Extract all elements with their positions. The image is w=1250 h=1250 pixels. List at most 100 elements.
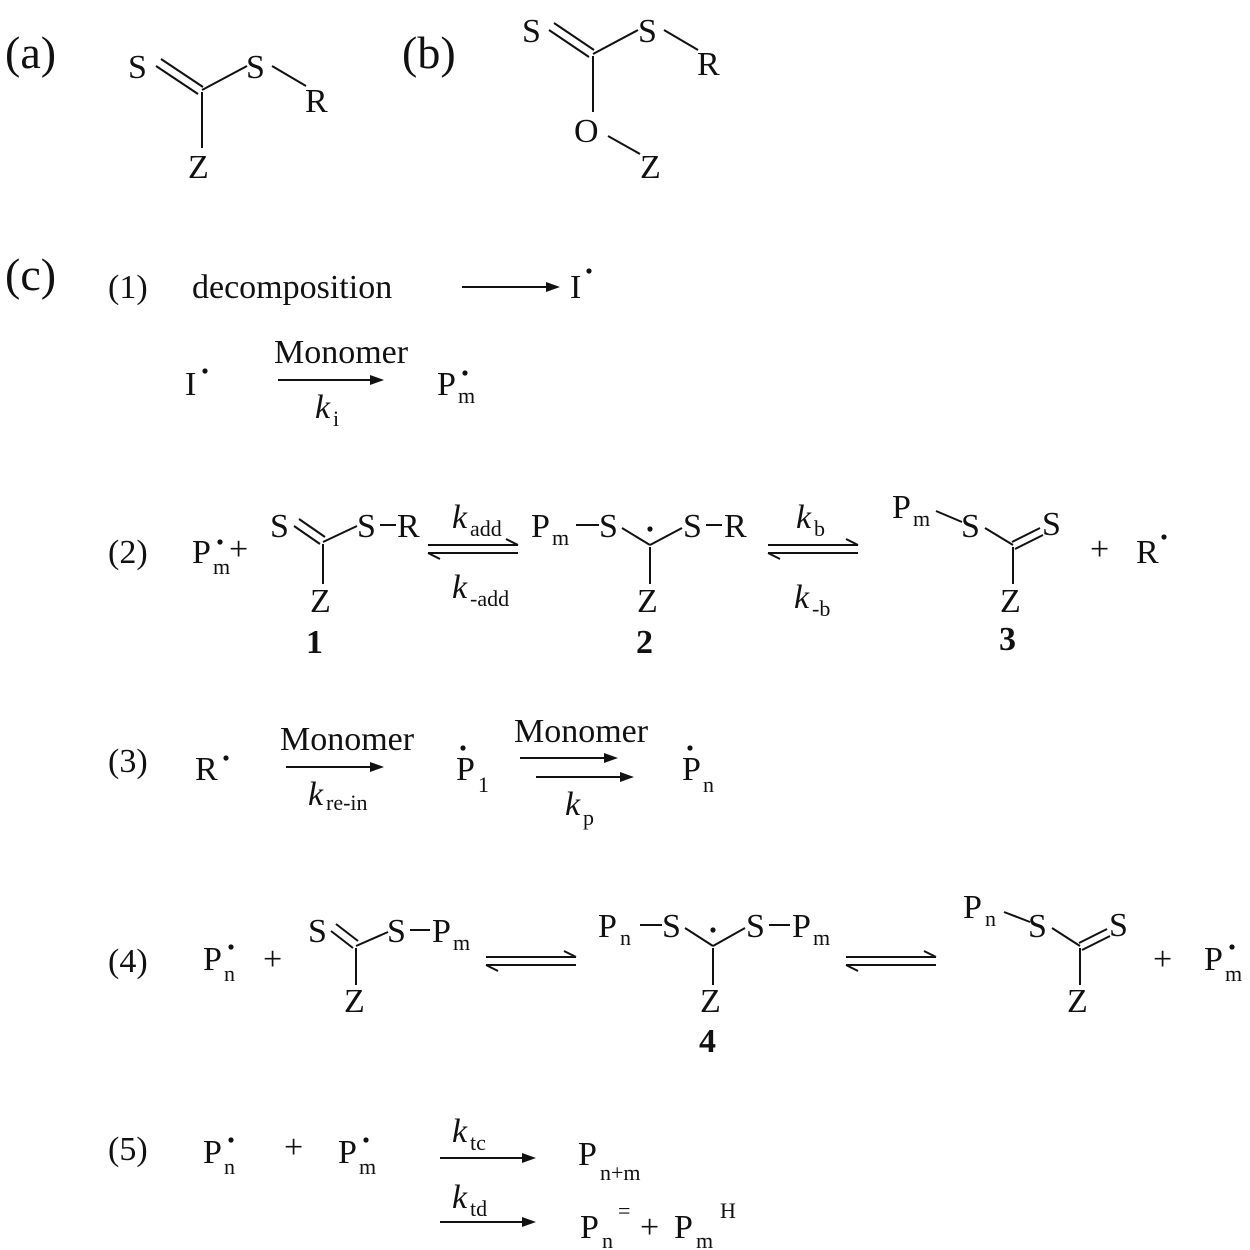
atom-r: R: [305, 83, 328, 120]
step-4: (4) P n + S S P m Z P n S S P m Z 4: [108, 889, 1242, 1060]
subscript-m: m: [696, 1228, 713, 1250]
bond: [1081, 935, 1111, 951]
rate-constant: k: [452, 1179, 468, 1216]
bond: [322, 525, 358, 543]
subscript-n: n: [224, 961, 235, 986]
propagating-radical: P: [338, 1134, 357, 1171]
compound-number-4: 4: [699, 1023, 716, 1060]
atom-z: Z: [310, 583, 331, 620]
radical-dot: [586, 268, 592, 274]
initiator-radical: I: [570, 269, 581, 306]
arrowhead: [370, 762, 384, 772]
bond: [160, 58, 204, 88]
arrowhead: [620, 772, 634, 782]
structure-a: (a) S S R Z: [5, 27, 328, 186]
propagating-radical: P: [1204, 941, 1223, 978]
subscript-n: n: [602, 1228, 613, 1250]
subscript-n: n: [224, 1154, 235, 1179]
superscript-h: H: [720, 1198, 736, 1223]
atom-z: Z: [700, 983, 721, 1020]
subscript-1: 1: [478, 772, 489, 797]
bond: [355, 931, 389, 947]
subscript-n-plus-m: n+m: [600, 1160, 641, 1185]
rate-constant-sub: -b: [812, 596, 830, 621]
structure-b: (b) S S R O Z: [402, 13, 720, 186]
atom-p: P: [432, 913, 451, 950]
monomer-label: Monomer: [274, 334, 409, 371]
atom-z: Z: [637, 583, 658, 620]
arrowhead: [845, 964, 859, 972]
step-3: (3) R Monomer k re-in P 1 Monomer k p P …: [108, 713, 714, 830]
subscript-m: m: [359, 1154, 376, 1179]
radical-dot: [202, 368, 208, 374]
step-number: (5): [108, 1131, 148, 1168]
subscript-m: m: [1225, 961, 1242, 986]
step-1: (1) decomposition I I Monomer k i P m: [108, 268, 592, 431]
radical-dot: [223, 755, 229, 761]
decomposition-text: decomposition: [192, 269, 392, 306]
step-number: (4): [108, 943, 148, 980]
step-number: (2): [108, 534, 148, 571]
bond: [335, 923, 359, 942]
radical-dot: [228, 1137, 234, 1143]
bond: [1078, 928, 1108, 944]
arrowhead: [546, 282, 560, 292]
rate-constant: k: [796, 499, 812, 536]
disproportionation-product: P: [580, 1209, 599, 1246]
compound-number-3: 3: [999, 621, 1016, 658]
initiator-radical: I: [185, 366, 196, 403]
rate-constant: k: [452, 1113, 468, 1150]
label-b: (b): [402, 27, 456, 78]
propagating-radical: P: [456, 751, 475, 788]
plus-sign: +: [263, 941, 282, 978]
bond: [607, 135, 641, 155]
radical-dot: [228, 944, 234, 950]
atom-s: S: [638, 13, 657, 50]
atom-s: S: [1042, 506, 1061, 543]
bond: [1011, 527, 1041, 543]
atom-z: Z: [640, 149, 661, 186]
radical-dot: [217, 539, 223, 545]
step-5: (5) P n + P m k tc P n+m k td P n = + P …: [108, 1113, 736, 1250]
bond: [621, 527, 651, 546]
radical-dot: [1229, 944, 1235, 950]
rate-constant: k: [565, 786, 581, 823]
radical-dot: [460, 745, 466, 751]
step-number: (3): [108, 743, 148, 780]
atom-s: S: [387, 913, 406, 950]
radical-dot: [710, 927, 716, 933]
bond: [548, 29, 590, 58]
atom-s: S: [662, 908, 681, 945]
radical-dot: [687, 745, 693, 751]
atom-z: Z: [188, 149, 209, 186]
plus-sign: +: [284, 1129, 303, 1166]
rate-constant-sub: b: [814, 516, 825, 541]
bond: [293, 525, 321, 545]
arrowhead: [604, 753, 618, 763]
radical-dot: [1161, 534, 1167, 540]
bond: [592, 29, 639, 55]
arrowhead: [563, 950, 577, 958]
rate-constant: k: [452, 499, 468, 536]
atom-z: Z: [344, 983, 365, 1020]
bond: [935, 510, 963, 523]
leaving-radical: R: [195, 751, 218, 788]
plus-sign: +: [229, 531, 248, 568]
bond: [1051, 927, 1081, 947]
monomer-label: Monomer: [514, 713, 649, 750]
rate-constant-sub: re-in: [326, 790, 368, 815]
subscript-m: m: [913, 506, 930, 531]
atom-z: Z: [1067, 983, 1088, 1020]
bond: [1014, 534, 1044, 550]
bond: [271, 65, 307, 87]
bond: [984, 527, 1014, 546]
rate-constant: k: [794, 579, 810, 616]
atom-s: S: [522, 13, 541, 50]
rate-constant-sub: add: [470, 516, 502, 541]
monomer-label: Monomer: [280, 721, 415, 758]
atom-o: O: [574, 113, 599, 150]
atom-p: P: [963, 889, 982, 926]
propagating-radical: P: [437, 366, 456, 403]
atom-s: S: [128, 49, 147, 86]
